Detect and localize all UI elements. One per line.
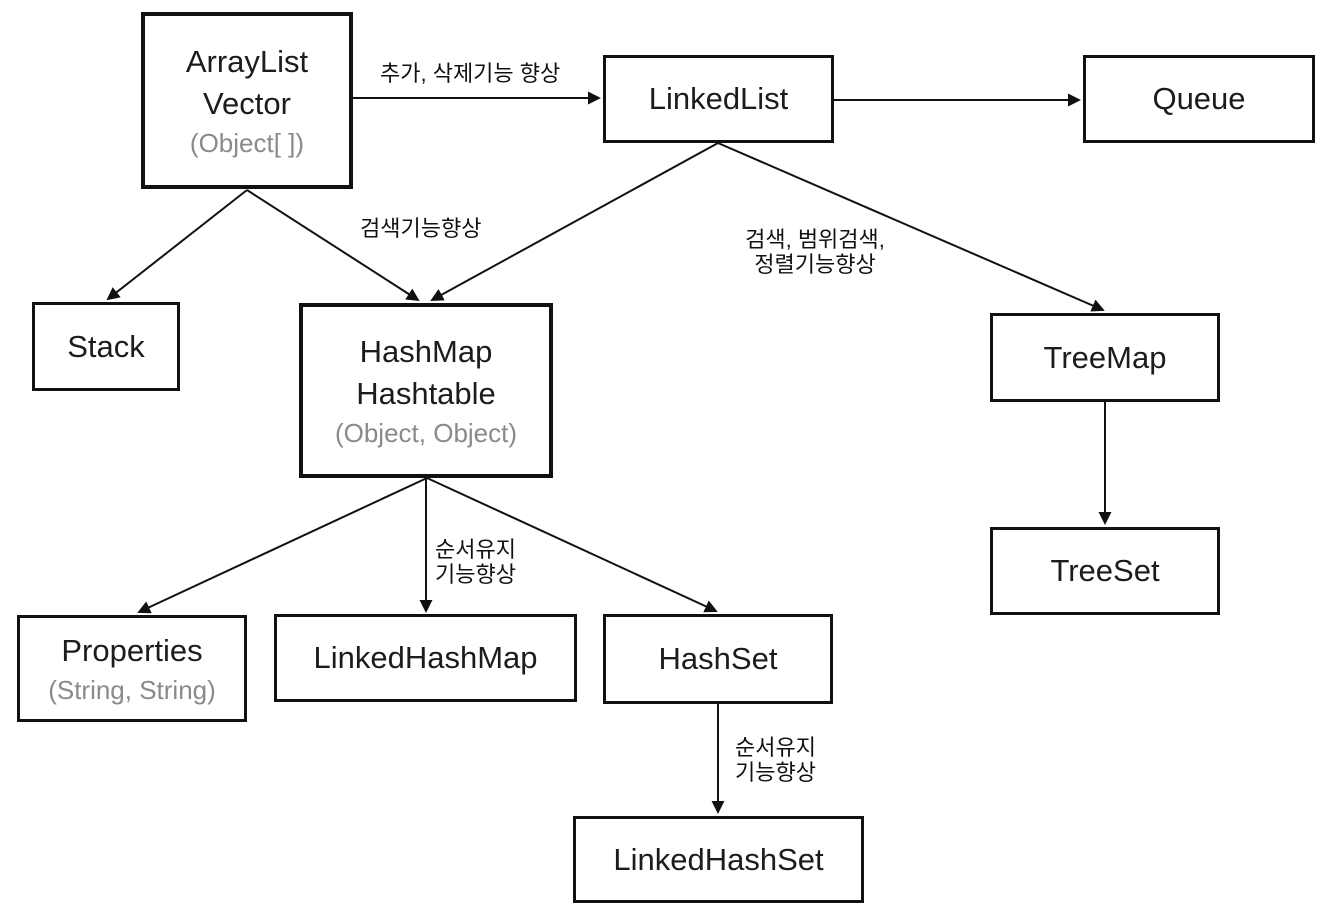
node-treeset: TreeSet [990, 527, 1220, 615]
edge-hashmap-to-properties [137, 477, 428, 614]
node-stack: Stack [32, 302, 180, 391]
node-linkedhashmap: LinkedHashMap [274, 614, 577, 702]
node-linkedhashset: LinkedHashSet [573, 816, 864, 903]
edge-label-search-range-sort-improve: 검색, 범위검색, 정렬기능향상 [735, 227, 895, 277]
node-label: LinkedHashSet [613, 841, 824, 877]
edge-label-line: 순서유지 [735, 735, 816, 760]
node-treemap: TreeMap [990, 313, 1220, 402]
node-label: TreeSet [1050, 553, 1160, 588]
node-label: Vector [203, 85, 291, 121]
edge-arraylist-to-hashmap [246, 189, 420, 302]
node-linkedlist: LinkedList [603, 55, 834, 143]
node-queue: Queue [1083, 55, 1315, 143]
edge-label-line: 기능향상 [735, 760, 816, 785]
node-label: LinkedHashMap [313, 640, 538, 675]
node-label: Queue [1152, 81, 1246, 116]
edge-label-add-delete-improve: 추가, 삭제기능 향상 [380, 61, 561, 86]
node-label: Hashtable [356, 375, 496, 411]
edge-label-line: 정렬기능향상 [754, 252, 876, 277]
node-hashmap-hashtable: HashMap Hashtable (Object, Object) [299, 303, 553, 478]
edge-hashmap-to-hashset [426, 477, 718, 613]
node-label: HashMap [359, 333, 493, 369]
edge-label-order-keep-set: 순서유지 기능향상 [735, 735, 816, 785]
node-type-note: (Object[ ]) [189, 127, 305, 158]
edge-arraylist-to-stack [106, 189, 248, 301]
edge-label-search-improve: 검색기능향상 [360, 216, 482, 241]
node-type-note: (Object, Object) [334, 417, 518, 448]
node-properties: Properties (String, String) [17, 615, 247, 722]
edge-linkedlist-to-treemap [717, 142, 1105, 312]
node-label: Properties [61, 632, 203, 668]
node-label: Stack [67, 328, 145, 364]
node-label: ArrayList [185, 43, 309, 79]
node-label: TreeMap [1043, 339, 1167, 375]
node-type-note: (String, String) [48, 674, 216, 705]
edge-label-line: 기능향상 [435, 562, 516, 587]
edge-label-line: 순서유지 [435, 537, 516, 562]
node-label: LinkedList [648, 81, 789, 116]
edge-label-order-keep-map: 순서유지 기능향상 [435, 537, 516, 587]
node-label: HashSet [658, 641, 778, 676]
edge-linkedlist-to-hashmap [430, 142, 719, 301]
node-arraylist-vector: ArrayList Vector (Object[ ]) [141, 12, 353, 189]
edge-label-line: 검색, 범위검색, [745, 227, 885, 252]
node-hashset: HashSet [603, 614, 833, 704]
